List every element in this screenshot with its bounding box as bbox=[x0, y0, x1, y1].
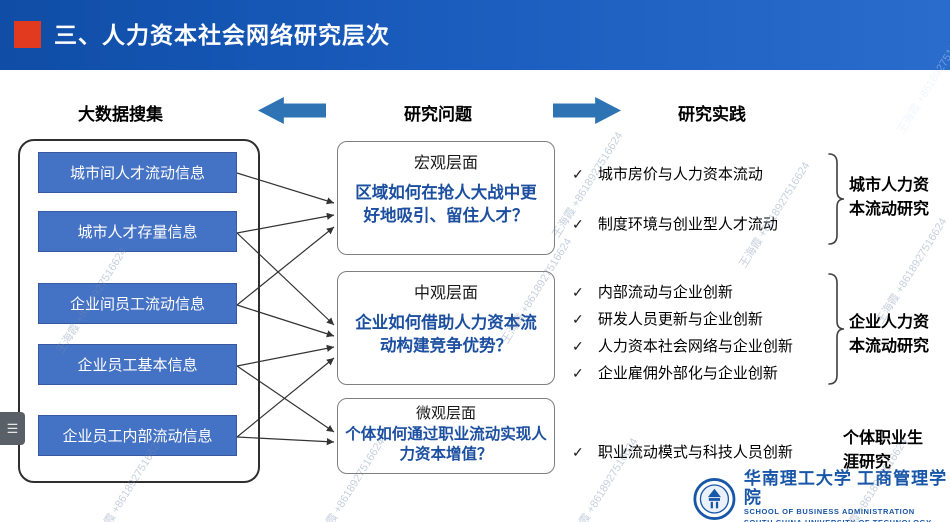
check-icon: ✓ bbox=[572, 311, 584, 327]
practice-item-text: 内部流动与企业创新 bbox=[597, 284, 733, 301]
logo-cn-text: 华南理工大学 工商管理学院 bbox=[743, 469, 948, 507]
practice-item: ✓ 城市房价与人力资本流动 bbox=[572, 163, 763, 184]
sidebar-menu-icon[interactable]: ☰ bbox=[0, 412, 25, 445]
title-accent-square bbox=[14, 21, 41, 48]
level-title-meso: 中观层面 bbox=[413, 285, 478, 302]
practice-item-text: 城市房价与人力资本流动 bbox=[597, 166, 763, 183]
watermark-text: 王海霞 +8618927516624 bbox=[874, 216, 950, 326]
page-title: 三、人力资本社会网络研究层次 bbox=[54, 22, 390, 48]
practice-item: ✓ 内部流动与企业创新 bbox=[572, 281, 733, 302]
brace-icon bbox=[828, 273, 845, 385]
hamburger-icon: ☰ bbox=[6, 420, 19, 436]
level-question-macro: 区域如何在抢人大战中更好地吸引、留住人才？ bbox=[355, 184, 537, 226]
arrow-left-icon bbox=[258, 97, 326, 124]
level-title-macro: 宏观层面 bbox=[413, 155, 478, 172]
data-source-employee-basic-info: 企业员工基本信息 bbox=[38, 344, 237, 385]
university-emblem-icon bbox=[693, 477, 736, 520]
check-icon: ✓ bbox=[572, 365, 584, 381]
check-icon: ✓ bbox=[572, 284, 584, 300]
practice-group-label-city: 城市人力资本流动研究 bbox=[849, 177, 930, 218]
practice-item-text: 职业流动模式与科技人员创新 bbox=[597, 444, 793, 461]
practice-item: ✓ 制度环境与创业型人才流动 bbox=[572, 213, 778, 234]
practice-item-text: 人力资本社会网络与企业创新 bbox=[597, 338, 793, 355]
practice-group-label-individual: 个体职业生涯研究 bbox=[843, 430, 924, 471]
logo-en-line2: SOUTH CHINA UNIVERSITY OF TECHNOLOGY bbox=[743, 517, 932, 522]
practice-item: ✓ 研发人员更新与企业创新 bbox=[572, 308, 763, 329]
connector-lines bbox=[236, 172, 335, 446]
level-title-micro: 微观层面 bbox=[415, 405, 476, 422]
check-icon: ✓ bbox=[572, 216, 584, 232]
check-icon: ✓ bbox=[572, 338, 584, 354]
practice-item: ✓ 职业流动模式与科技人员创新 bbox=[572, 441, 793, 462]
column-header-research-question: 研究问题 bbox=[404, 105, 472, 124]
brace-icon bbox=[828, 153, 845, 245]
level-question-meso: 企业如何借助人力资本流动构建竞争优势？ bbox=[355, 314, 537, 356]
practice-item-text: 研发人员更新与企业创新 bbox=[597, 311, 763, 328]
practice-item-text: 企业雇佣外部化与企业创新 bbox=[597, 365, 778, 382]
data-source-city-talent-stock: 城市人才存量信息 bbox=[38, 211, 237, 252]
level-question-micro: 个体如何通过职业流动实现人力资本增值？ bbox=[345, 426, 547, 464]
practice-item-text: 制度环境与创业型人才流动 bbox=[597, 216, 778, 233]
university-logo: 华南理工大学 工商管理学院 SCHOOL OF BUSINESS ADMINIS… bbox=[693, 469, 950, 522]
data-sources-panel bbox=[18, 139, 260, 483]
column-header-research-practice: 研究实践 bbox=[678, 105, 746, 124]
practice-group-label-firm: 企业人力资本流动研究 bbox=[849, 314, 930, 355]
column-header-data-collection: 大数据搜集 bbox=[78, 105, 163, 124]
slide-header: 三、人力资本社会网络研究层次 bbox=[0, 0, 950, 70]
logo-en-line1: SCHOOL OF BUSINESS ADMINISTRATION bbox=[743, 507, 915, 517]
data-source-city-talent-flow: 城市间人才流动信息 bbox=[38, 152, 237, 193]
level-box-meso: 中观层面 企业如何借助人力资本流动构建竞争优势？ bbox=[337, 271, 555, 385]
practice-item: ✓ 人力资本社会网络与企业创新 bbox=[572, 335, 793, 356]
arrow-right-icon bbox=[553, 97, 621, 124]
check-icon: ✓ bbox=[572, 444, 584, 460]
level-box-macro: 宏观层面 区域如何在抢人大战中更好地吸引、留住人才？ bbox=[337, 141, 555, 255]
level-box-micro: 微观层面 个体如何通过职业流动实现人力资本增值？ bbox=[337, 398, 555, 474]
data-source-internal-flow-info: 企业员工内部流动信息 bbox=[38, 415, 237, 456]
data-source-firm-employee-flow: 企业间员工流动信息 bbox=[38, 283, 237, 324]
check-icon: ✓ bbox=[572, 166, 584, 182]
practice-item: ✓ 企业雇佣外部化与企业创新 bbox=[572, 362, 778, 383]
